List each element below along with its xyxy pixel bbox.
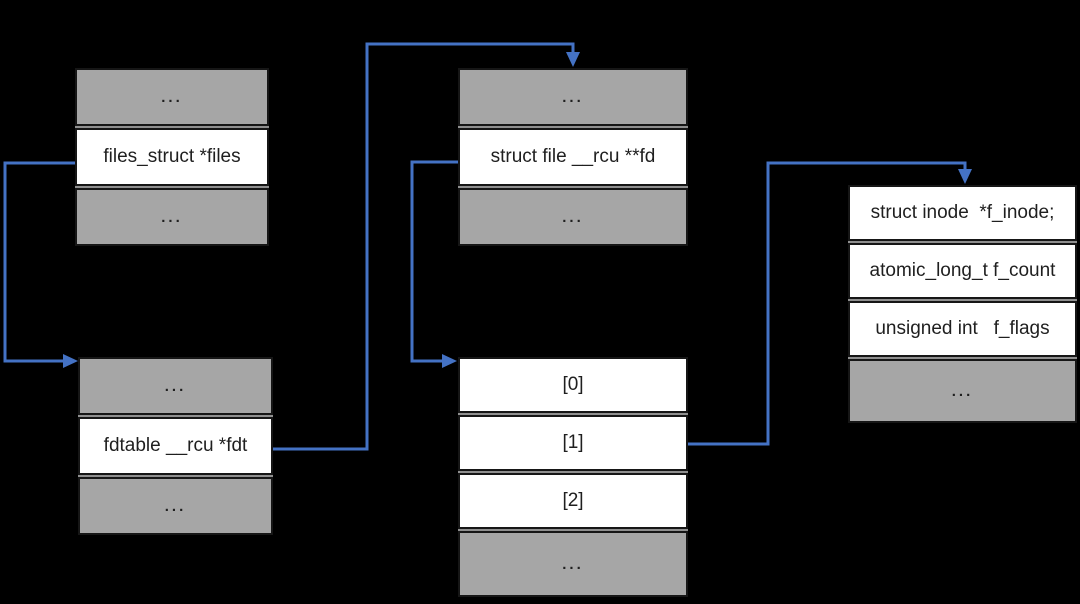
arrow-fd-to-fd-array	[410, 160, 458, 363]
struct-row: ...	[458, 188, 688, 246]
task-struct-box: ... files_struct *files ...	[75, 68, 269, 246]
fdt-pointer-row: fdtable __rcu *fdt	[78, 417, 273, 475]
struct-row: ...	[78, 477, 273, 535]
files-struct-box: ... fdtable __rcu *fdt ...	[78, 357, 273, 535]
struct-row: ...	[78, 357, 273, 415]
f-inode-row: struct inode *f_inode;	[848, 185, 1077, 241]
arrow-files-to-files-struct	[3, 161, 75, 363]
arrowhead-icon	[442, 354, 457, 368]
fd-array-slot-0: [0]	[458, 357, 688, 413]
arrowhead-icon	[566, 52, 580, 67]
struct-row: ...	[75, 68, 269, 126]
files-pointer-row: files_struct *files	[75, 128, 269, 186]
struct-file-box: struct inode *f_inode; atomic_long_t f_c…	[848, 185, 1077, 423]
arrowhead-icon	[958, 169, 972, 184]
fd-array-slot-2: [2]	[458, 473, 688, 529]
fdtable-box: ... struct file __rcu **fd ...	[458, 68, 688, 246]
f-flags-row: unsigned int f_flags	[848, 301, 1077, 357]
arrowhead-icon	[63, 354, 78, 368]
fd-array-slot-1: [1]	[458, 415, 688, 471]
struct-row: ...	[75, 188, 269, 246]
struct-row: ...	[458, 68, 688, 126]
fd-array-box: [0] [1] [2] ...	[458, 357, 688, 597]
fd-pointer-row: struct file __rcu **fd	[458, 128, 688, 186]
struct-row: ...	[848, 359, 1077, 423]
fd-array-more-row: ...	[458, 531, 688, 597]
f-count-row: atomic_long_t f_count	[848, 243, 1077, 299]
